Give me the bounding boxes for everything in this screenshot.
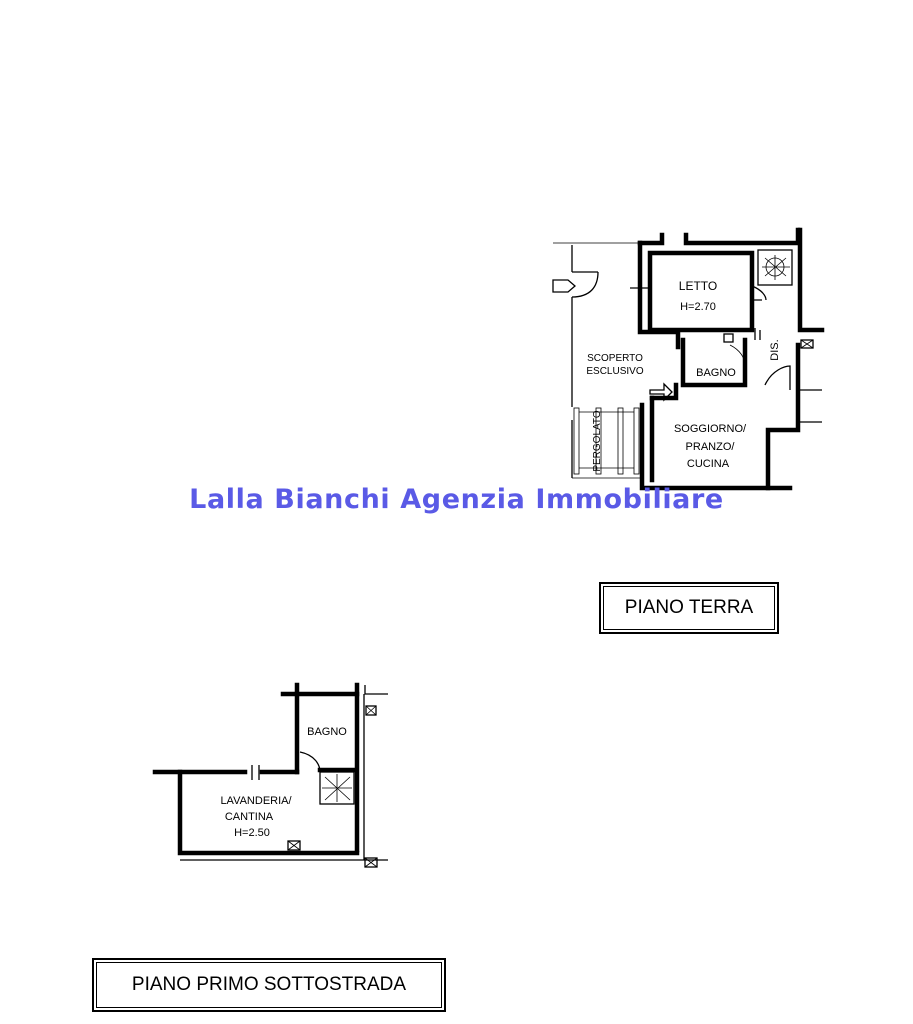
- entrance-arrow-icon: [552, 279, 576, 293]
- east-stub-lines: [798, 389, 822, 423]
- basement-floor-title-box: PIANO PRIMO SOTTOSTRADA: [92, 958, 446, 1012]
- label-soggiorno-1: SOGGIORNO/: [674, 423, 747, 435]
- basement-window: [251, 765, 260, 780]
- ground-floor-title-box: PIANO TERRA: [599, 582, 779, 634]
- bedroom-walls: [647, 250, 755, 333]
- bathroom-vent: [723, 333, 734, 343]
- basement-floor-title: PIANO PRIMO SOTTOSTRADA: [96, 962, 442, 1008]
- basement-floor-plan: BAGNO LAVANDERIA/ CANTINA H=2.50: [152, 682, 388, 868]
- basement-bagno-door: [299, 751, 321, 773]
- ground-floor-plan: LETTO H=2.70 SCOPERTO ESCLUSIVO BAGNO DI…: [552, 227, 825, 491]
- basement-wall-north-right: [364, 685, 388, 695]
- basement-vent-corner: [364, 857, 378, 868]
- label-dis: DIS.: [769, 339, 781, 360]
- living-entrance-arrow-icon: [649, 382, 673, 402]
- label-letto: LETTO: [679, 279, 717, 293]
- house-wall-east-upper: [797, 227, 825, 333]
- basement-wall-south: [177, 769, 360, 856]
- label-pergolato: PERGOLATO: [592, 410, 603, 472]
- label-soggiorno-2: PRANZO/: [686, 441, 736, 453]
- house-wall-north: [637, 227, 801, 246]
- label-bagno-ground: BAGNO: [696, 367, 736, 379]
- label-lavanderia-height: H=2.50: [234, 827, 270, 839]
- label-scoperto-2: ESCLUSIVO: [586, 366, 643, 377]
- dis-wall-stub: [754, 328, 761, 340]
- door-bagno: [729, 344, 746, 366]
- label-letto-height: H=2.70: [680, 301, 716, 313]
- label-lavanderia-1: LAVANDERIA/: [220, 795, 292, 807]
- basement-vent-bottom: [287, 840, 301, 851]
- basement-vent-top: [365, 705, 377, 716]
- door-letto: [751, 285, 767, 301]
- door-dis: [764, 365, 791, 390]
- label-lavanderia-2: CANTINA: [225, 811, 274, 823]
- agency-watermark: Lalla Bianchi Agenzia Immobiliare: [189, 484, 724, 515]
- window-letto: [630, 280, 650, 296]
- basement-wall-north: [280, 682, 360, 697]
- spiral-stair-icon: [762, 255, 790, 280]
- garden-gate-swing: [571, 271, 599, 298]
- pergola: [573, 407, 640, 475]
- label-scoperto-1: SCOPERTO: [587, 353, 643, 364]
- stair-block: [757, 249, 793, 286]
- vent-east: [800, 339, 814, 349]
- house-wall-east-lower: [765, 342, 801, 491]
- ground-floor-title: PIANO TERRA: [603, 586, 775, 630]
- label-soggiorno-3: CUCINA: [687, 458, 730, 470]
- house-wall-west-lower: [639, 402, 793, 491]
- label-bagno-basement: BAGNO: [307, 726, 347, 738]
